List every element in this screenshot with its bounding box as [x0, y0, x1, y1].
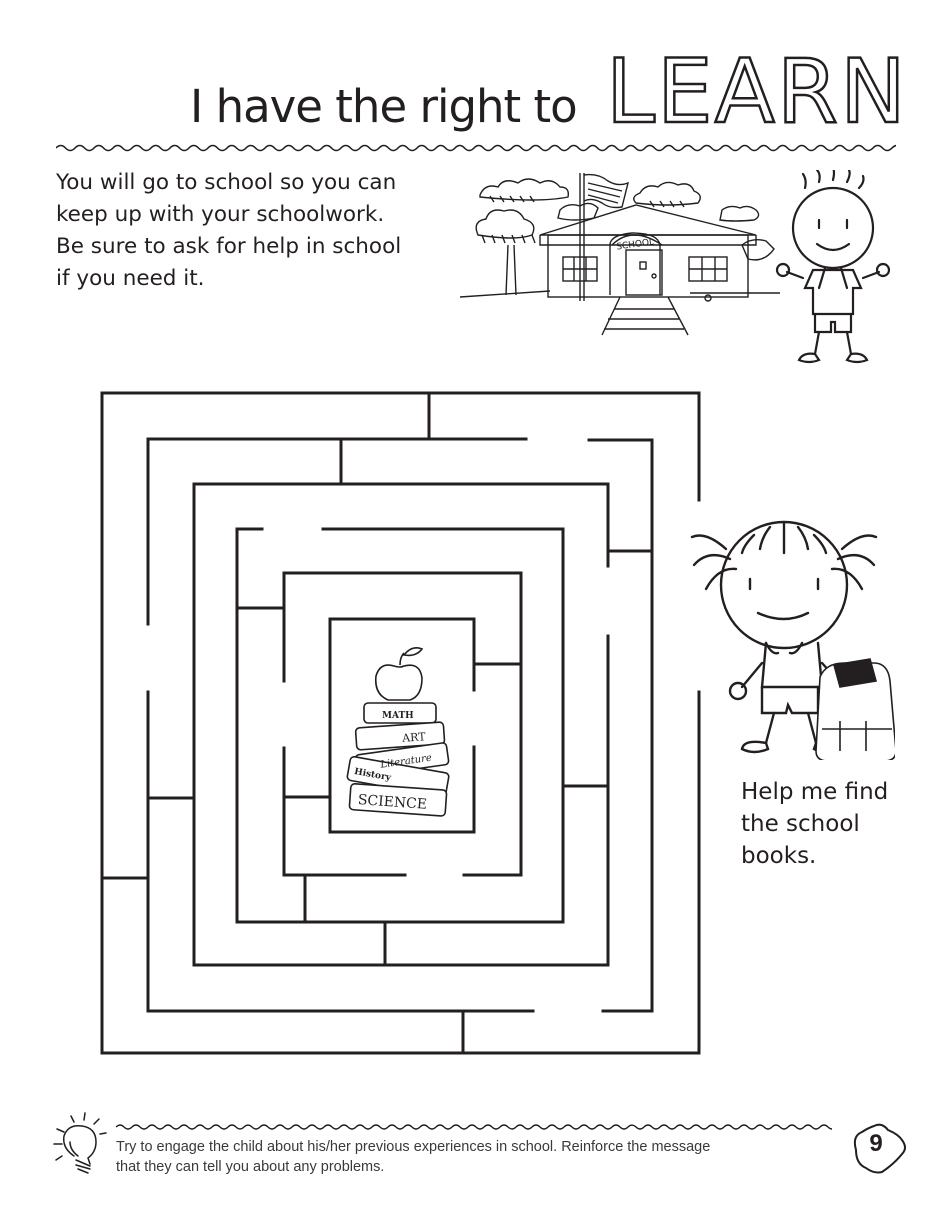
school-books-goal: MATH ART Literature History SCIENCE: [346, 647, 450, 817]
wavy-divider-footer: [116, 1124, 832, 1130]
wavy-divider-top: [56, 144, 896, 152]
backpack-icon: [815, 658, 895, 760]
learn-word: LEARN: [606, 48, 904, 133]
maze-instruction: Help me find the school books.: [741, 776, 888, 872]
lightbulb-icon: [53, 1112, 107, 1174]
book-label-math: MATH: [382, 711, 414, 721]
tip-line: Try to engage the child about his/her pr…: [116, 1139, 711, 1155]
intro-line: Be sure to ask for help in school: [56, 234, 402, 259]
instruction-line: the school: [741, 811, 860, 837]
book-label-science: SCIENCE: [357, 792, 427, 813]
maze-walls: [100, 391, 701, 1055]
intro-line: You will go to school so you can: [56, 170, 397, 195]
intro-line: if you need it.: [56, 266, 205, 291]
parent-tip: Try to engage the child about his/her pr…: [116, 1137, 710, 1177]
book-label-art: ART: [401, 730, 427, 745]
title-emphasis-outlined: LEARN: [605, 48, 904, 133]
instruction-line: Help me find: [741, 779, 889, 805]
page-number: 9: [869, 1130, 883, 1157]
intro-paragraph: You will go to school so you can keep up…: [56, 167, 456, 295]
page-title: I have the right to: [190, 80, 578, 133]
girl-character-illustration: [690, 520, 895, 760]
tip-line: that they can tell you about any problem…: [116, 1159, 385, 1175]
page-number-badge: [853, 1123, 906, 1174]
school-building-illustration: SCHOOL: [460, 173, 780, 336]
instruction-line: books.: [741, 843, 817, 869]
intro-line: keep up with your schoolwork.: [56, 202, 385, 227]
boy-character-illustration: [775, 170, 891, 364]
